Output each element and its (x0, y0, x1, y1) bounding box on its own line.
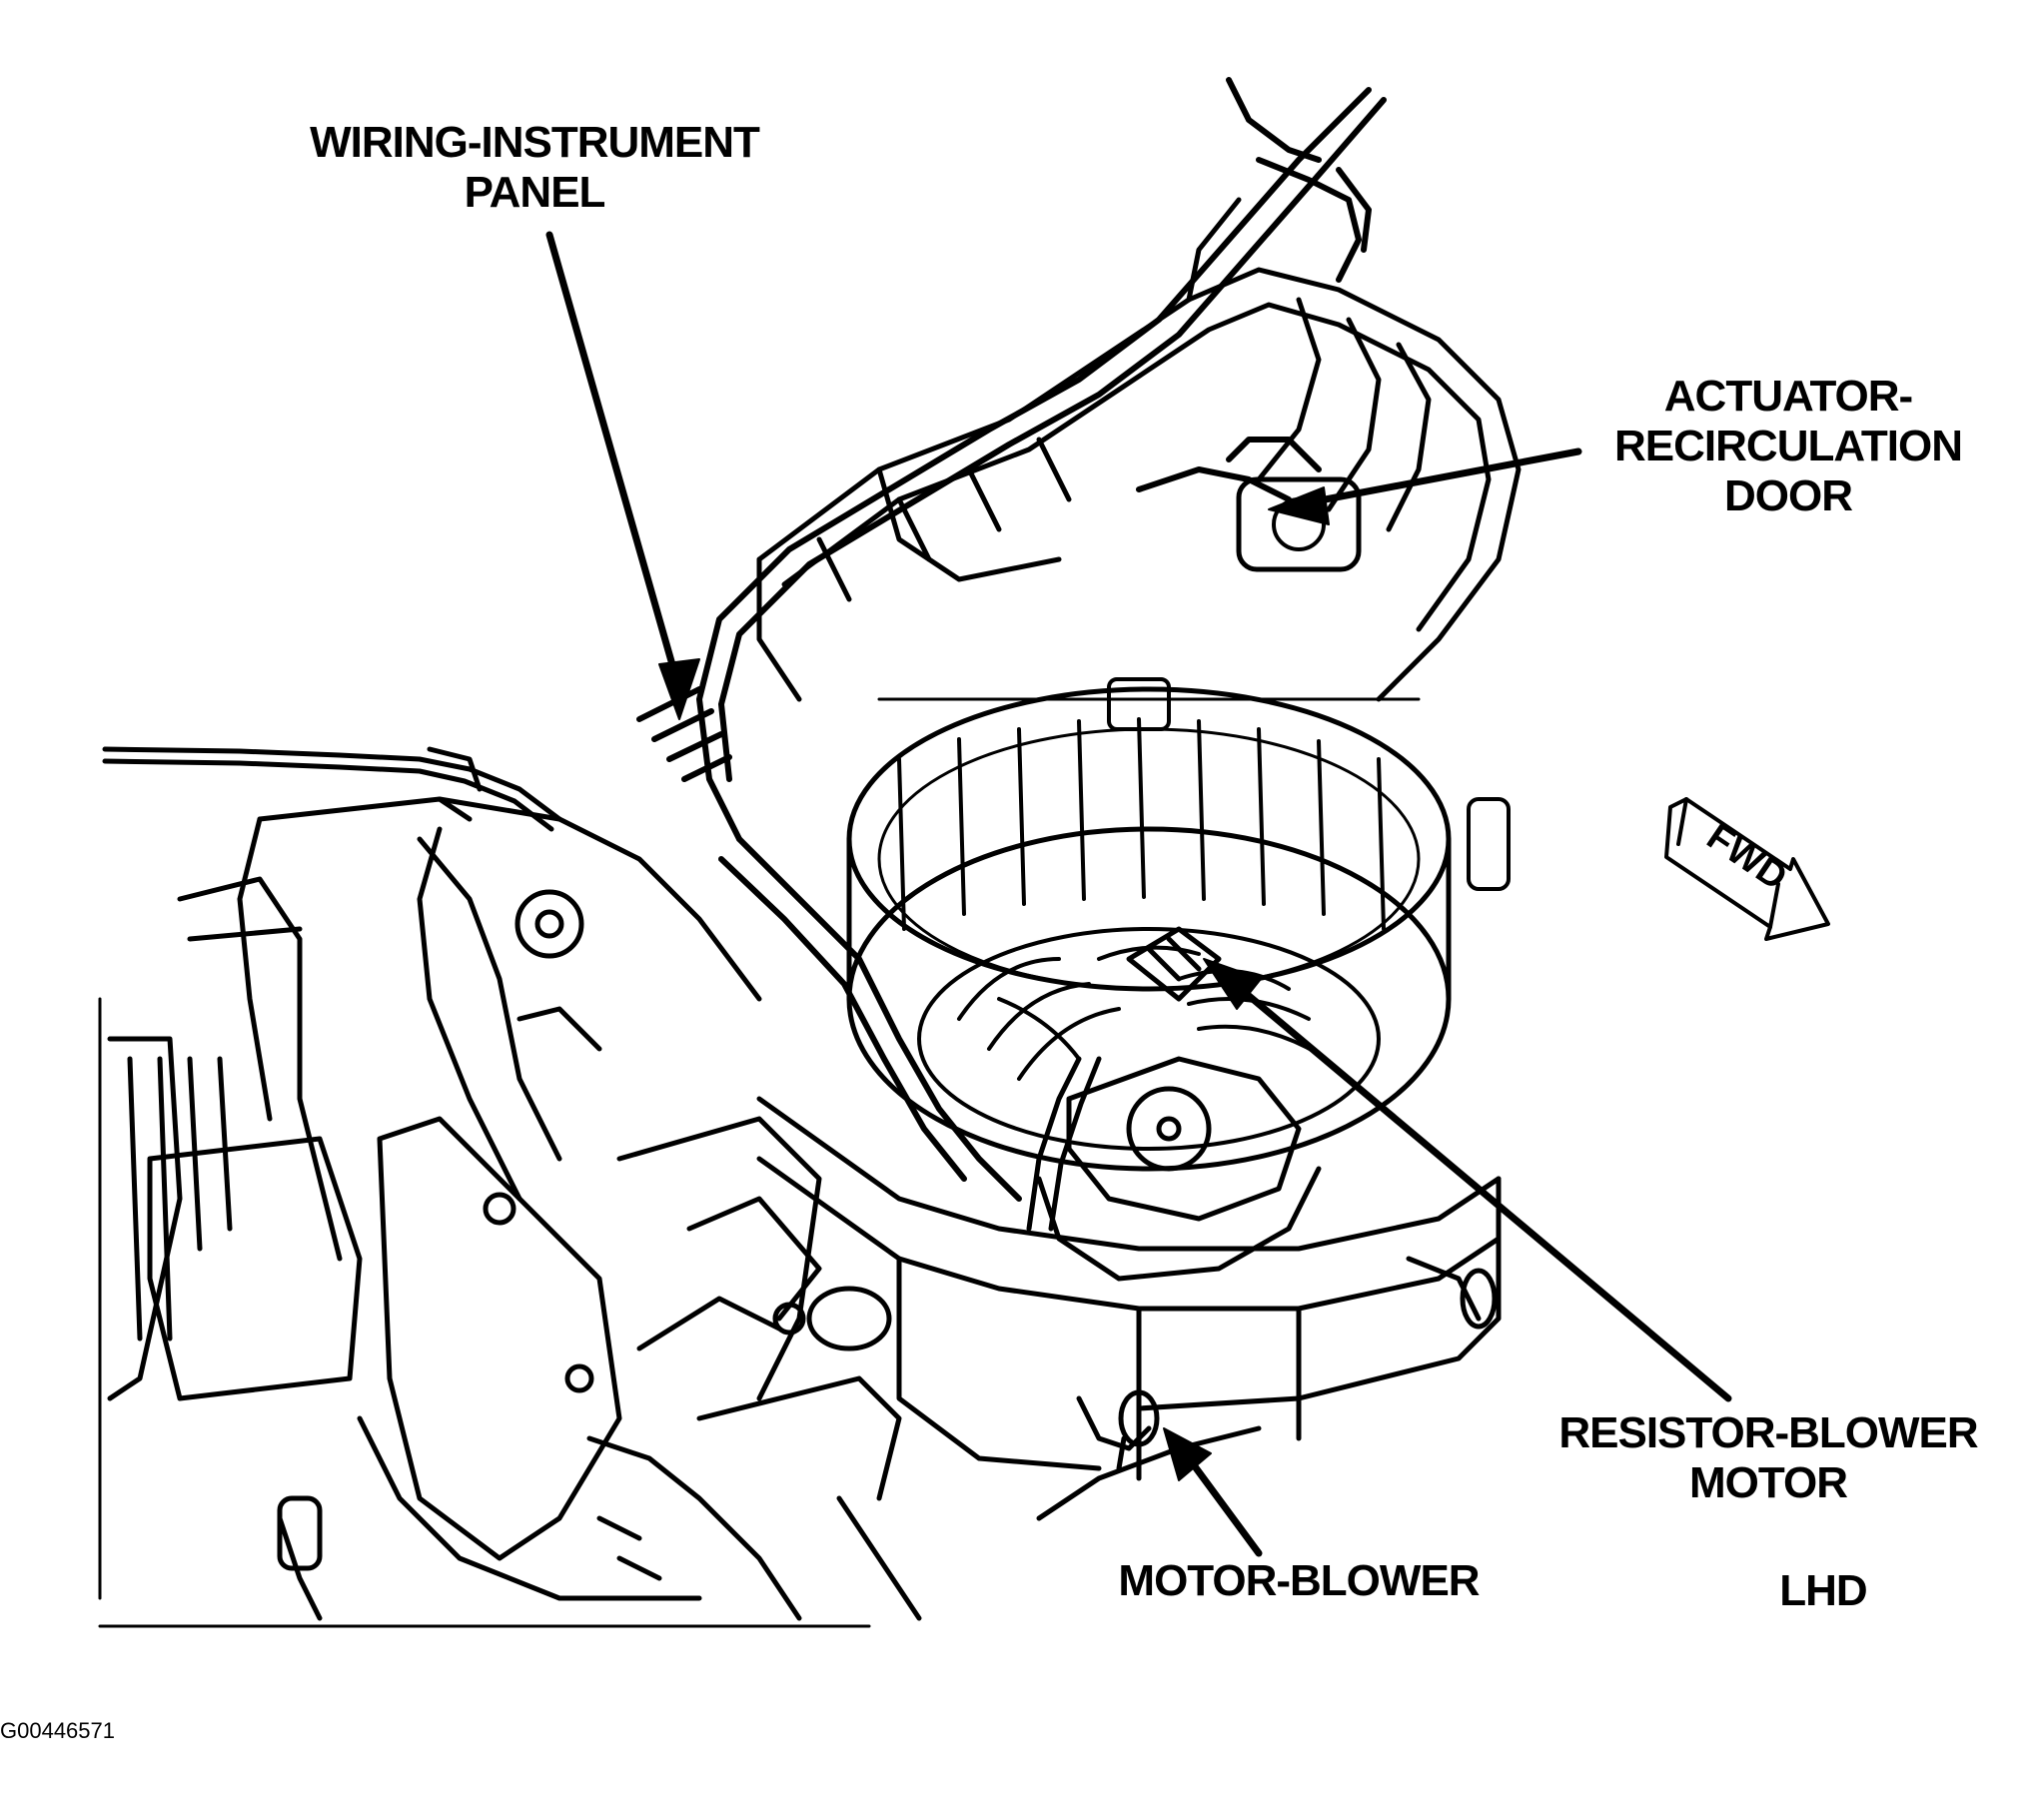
figure-id: G00446571 (0, 1718, 115, 1743)
label-line: PANEL (464, 168, 606, 217)
label-line: RESISTOR-BLOWER (1558, 1408, 1978, 1457)
left-housing (107, 796, 902, 1621)
arrowhead-actuator (1268, 486, 1330, 525)
label-line: MOTOR (1689, 1458, 1848, 1507)
wiring-harness (636, 77, 1387, 1202)
label-actuator-recirculation-door: ACTUATOR- RECIRCULATION DOOR (1558, 372, 2018, 521)
label-line: ACTUATOR- (1663, 372, 1913, 421)
motor-mount (1036, 1056, 1322, 1282)
arrowhead-resistor (1203, 958, 1262, 1010)
motor-blower-clip (1116, 1389, 1160, 1471)
fwd-arrow (1664, 797, 1830, 941)
label-resistor-blower-motor: RESISTOR-BLOWER MOTOR (1509, 1408, 2028, 1508)
leader-actuator (1295, 448, 1582, 508)
leader-motor (1185, 1454, 1263, 1557)
lower-housing (756, 1096, 1502, 1621)
label-wiring-instrument-panel: WIRING-INSTRUMENT PANEL (255, 118, 814, 218)
blower-fan-blades (917, 927, 1381, 1151)
label-line: WIRING-INSTRUMENT (310, 118, 760, 167)
label-motor-blower: MOTOR-BLOWER (1079, 1556, 1519, 1606)
illustration-bottom-edge (98, 997, 871, 1628)
leader-resistor (1225, 975, 1732, 1402)
upper-housing (756, 197, 1522, 702)
arrowhead-motor (1163, 1427, 1212, 1481)
label-line: MOTOR-BLOWER (1118, 1556, 1480, 1605)
left-cable (102, 746, 562, 832)
label-line: DOOR (1724, 471, 1853, 520)
label-line: RECIRCULATION (1614, 422, 1963, 470)
label-lhd: LHD (1768, 1566, 1878, 1616)
blower-cage (846, 677, 1511, 1172)
arrowhead-wiring (658, 658, 700, 720)
leader-wiring (545, 231, 683, 693)
label-line: LHD (1779, 1566, 1867, 1615)
